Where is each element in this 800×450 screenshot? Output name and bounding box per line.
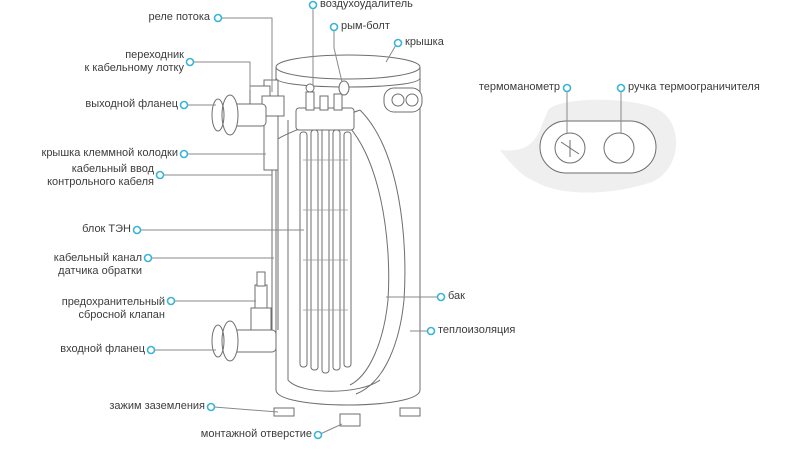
air-vent-icon (305, 83, 315, 93)
label-adapter-line2: к кабельному лотку (84, 62, 184, 74)
label-thermomanometer: термоманометр (478, 81, 560, 93)
label-cable-channel: кабельный канал датчика обратки (54, 252, 142, 278)
connector-dots (132, 0, 626, 440)
label-cable-channel-line1: кабельный канал (53, 252, 142, 264)
inlet-flange-icon (221, 320, 239, 362)
safety-valve-icon (254, 284, 268, 312)
dot-ground-clamp (206, 402, 216, 412)
label-lid: крышка (405, 36, 444, 48)
outlet-flange-icon (221, 94, 239, 136)
leader-lines (140, 6, 438, 436)
label-outlet-flange: выходной фланец (85, 98, 178, 110)
dot-inlet-flange (146, 345, 156, 355)
limiter-handle-icon (603, 132, 635, 164)
dot-tank (436, 292, 446, 302)
dot-thermomanometer (562, 83, 572, 93)
dot-cable-entry (155, 170, 165, 180)
dot-mount-hole (313, 430, 323, 440)
label-heater-block: блок ТЭН (82, 223, 131, 235)
dot-insulation (426, 326, 436, 336)
heater-elements (299, 127, 352, 374)
dot-heater-block (132, 225, 142, 235)
dot-limiter-handle (616, 83, 626, 93)
label-cable-entry-line2: контрольного кабеля (47, 176, 154, 188)
dot-outlet-flange (179, 100, 189, 110)
dot-air-vent (308, 0, 318, 10)
label-ground-clamp: зажим заземления (109, 400, 205, 412)
label-safety-valve-line2: сбросной клапан (78, 309, 165, 321)
label-cable-entry-line1: кабельный ввод (71, 163, 154, 175)
label-adapter: переходник к кабельному лотку (85, 49, 184, 75)
label-terminal-cover: крышка клеммной колодки (41, 147, 179, 159)
dot-flow-relay (213, 13, 223, 23)
dot-lid (393, 38, 403, 48)
label-safety-valve: предохранительный сбросной клапан (62, 296, 165, 322)
label-insulation: теплоизоляция (438, 324, 516, 336)
ground-clamp-icon (273, 407, 295, 417)
label-adapter-line1: переходник (125, 49, 184, 61)
label-limiter-handle: ручка термоограничителя (628, 81, 760, 93)
dot-eye-bolt (329, 22, 339, 32)
dot-safety-valve (166, 296, 176, 306)
label-flow-relay: реле потока (148, 11, 211, 23)
eye-bolt-icon (338, 80, 350, 96)
label-air-vent: воздухоудалитель (320, 0, 413, 10)
label-inlet-flange: входной фланец (60, 343, 145, 355)
dot-cable-channel (143, 253, 153, 263)
label-mount-hole: монтажной отверстие (200, 428, 312, 440)
label-cable-channel-line2: датчика обратки (58, 265, 142, 277)
mount-hole-icon (339, 413, 361, 427)
dot-terminal-cover (179, 149, 189, 159)
tank-body (211, 54, 423, 427)
label-safety-valve-line1: предохранительный (61, 296, 165, 308)
dot-adapter (185, 57, 195, 67)
label-cable-entry: кабельный ввод контрольного кабеля (47, 163, 154, 189)
label-tank: бак (448, 290, 465, 302)
label-eye-bolt: рым-болт (341, 20, 390, 32)
control-panel-zoom (539, 120, 657, 174)
